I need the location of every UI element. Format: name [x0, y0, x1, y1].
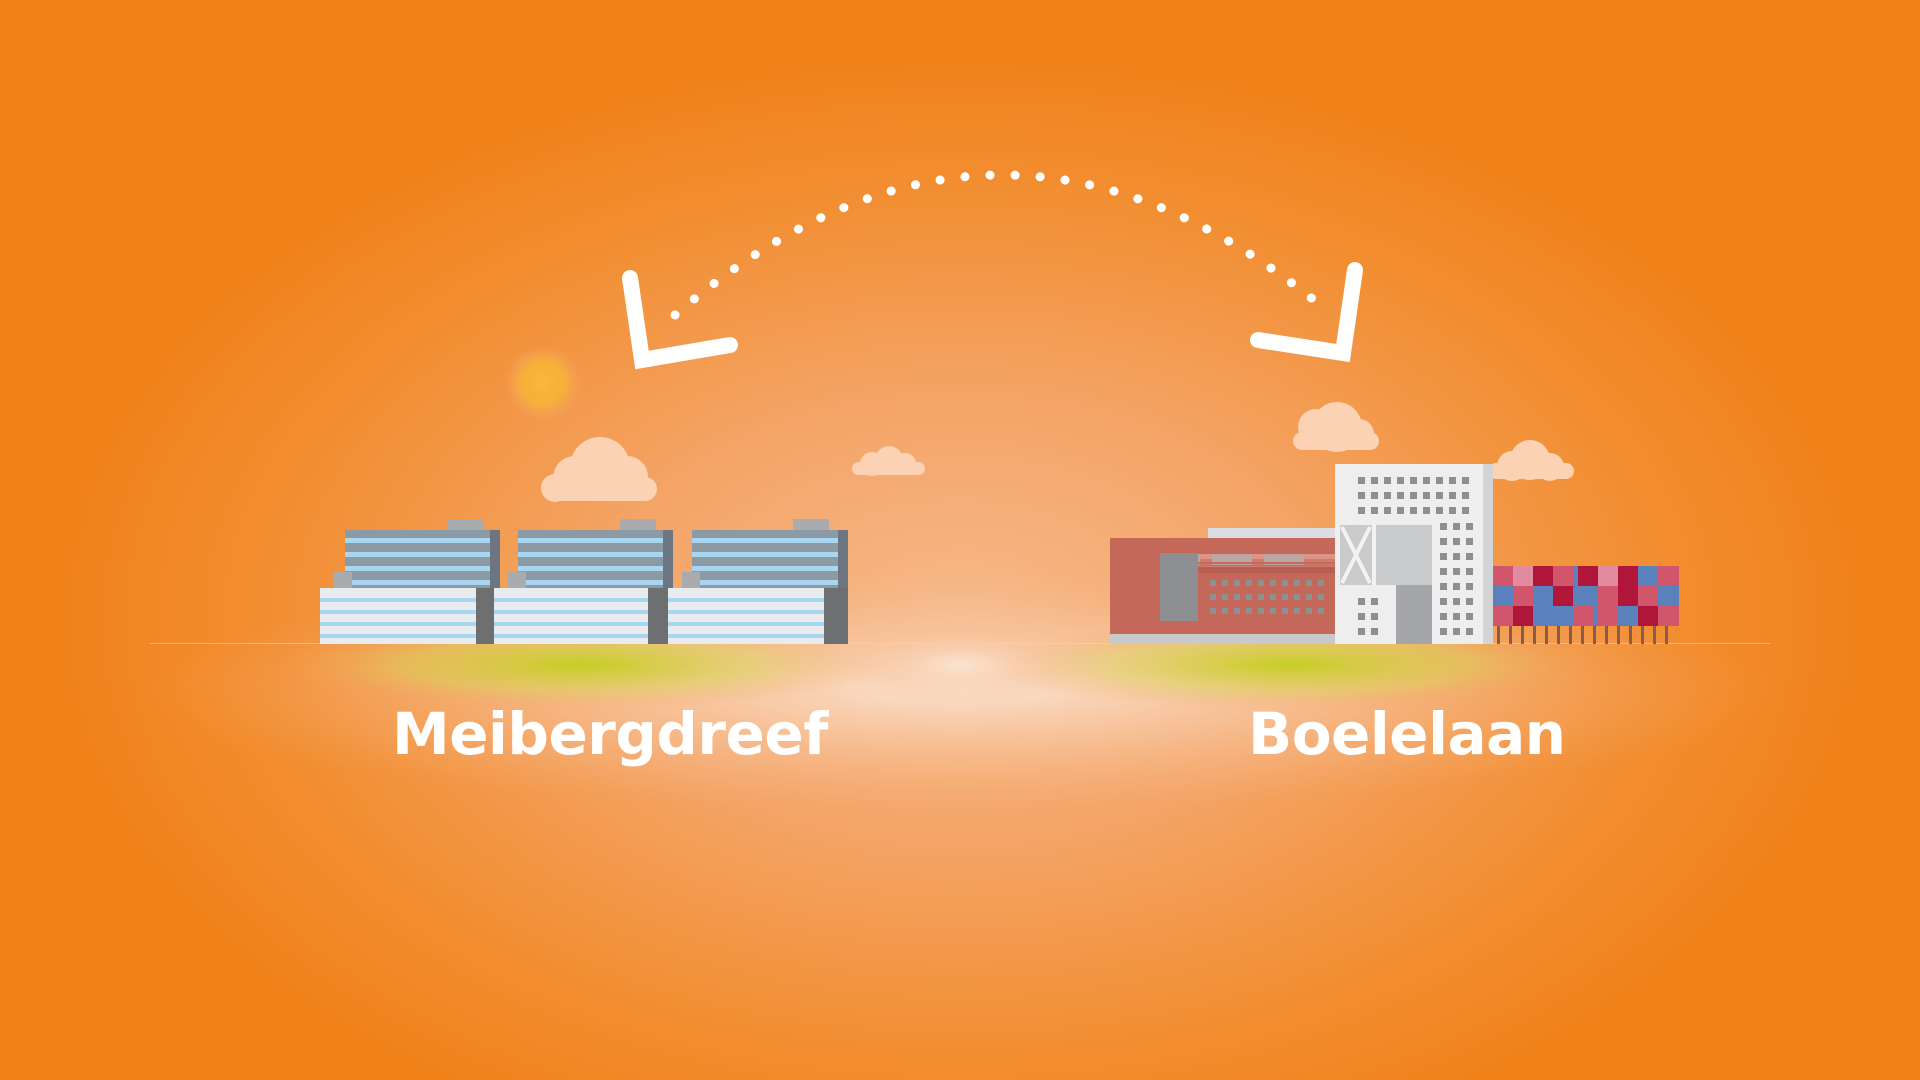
cloud-icon — [1488, 440, 1574, 481]
cloud-icon — [1293, 402, 1379, 452]
arrowhead-right-icon — [1250, 262, 1363, 363]
location-label-boelelaan: Boelelaan — [1248, 700, 1566, 768]
location-label-meibergdreef: Meibergdreef — [392, 700, 828, 768]
campus-building-icon — [1110, 464, 1679, 644]
dotted-curved-double-arrow-icon — [622, 170, 1363, 370]
cloud-icon — [541, 437, 657, 502]
office-building-icon — [320, 519, 848, 644]
sun-icon — [505, 345, 581, 421]
cloud-icon — [852, 446, 925, 476]
arrowhead-left-icon — [622, 270, 738, 370]
